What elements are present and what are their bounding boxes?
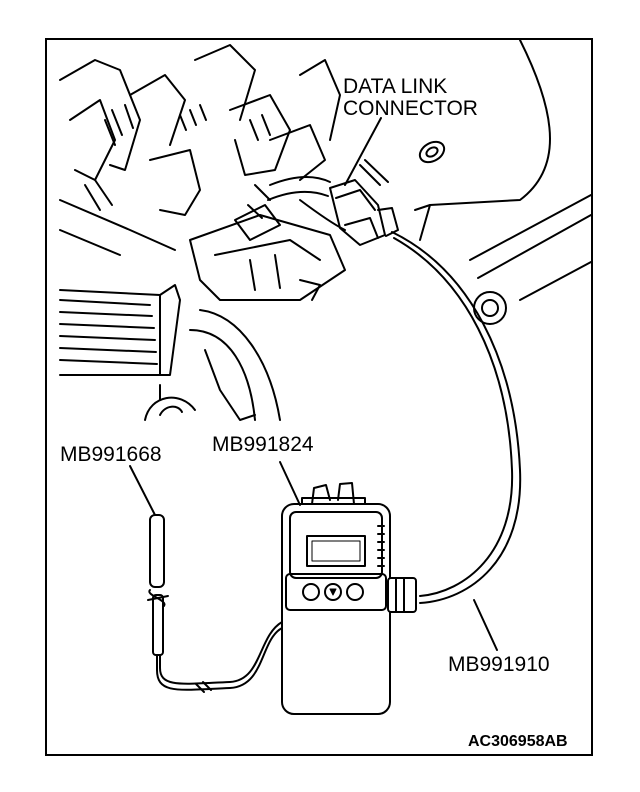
mb991910-label: MB991910 [448,653,550,676]
figure-frame [45,38,593,756]
data-link-connector [329,117,399,246]
mb991668-label: MB991668 [60,443,162,466]
data-link-connector-label-line1: DATA LINK [343,75,448,98]
vci-unit-mb991824 [279,461,417,715]
mb991824-label: MB991824 [212,433,314,456]
cable-mb991910 [391,231,522,651]
adapter-cable-mb991668 [129,465,283,693]
data-link-connector-label-line2: CONNECTOR [343,97,478,120]
figure-code: AC306958AB [468,733,568,750]
